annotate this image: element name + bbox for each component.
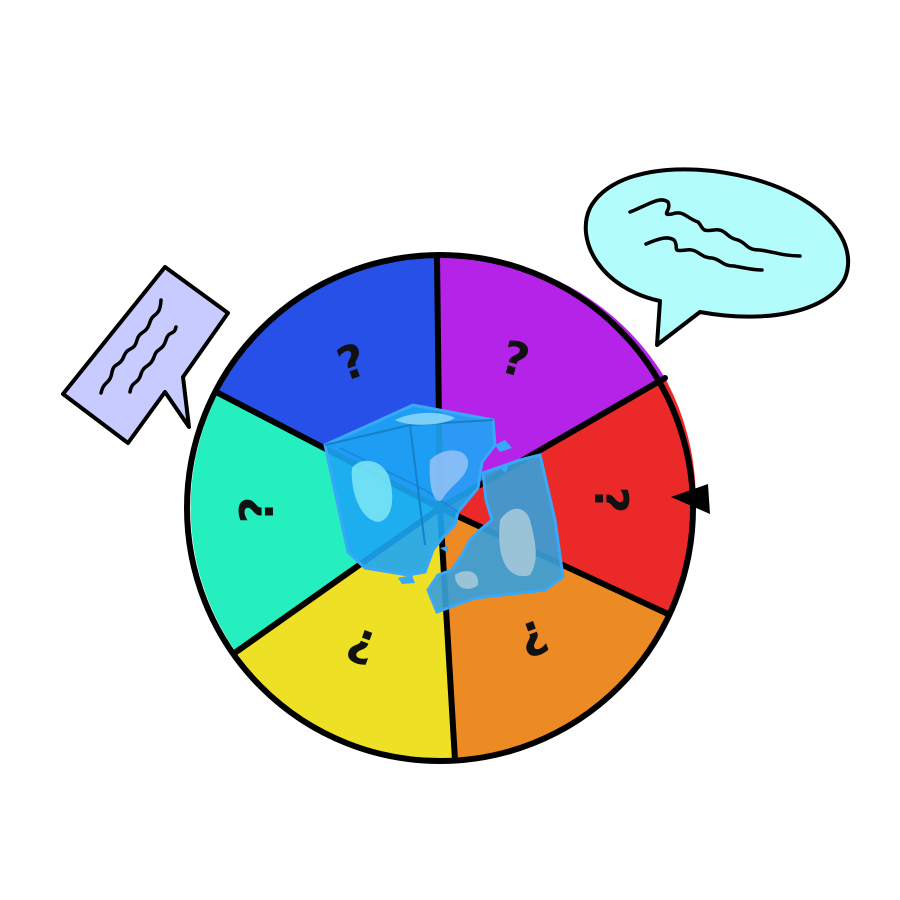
- wheel-outline: [184, 252, 696, 764]
- segment-green: [190, 393, 440, 652]
- label-red: ?: [584, 487, 638, 514]
- left-speech-bubble: [61, 265, 230, 445]
- segment-red: [440, 378, 696, 614]
- label-green: ?: [230, 497, 284, 524]
- pointer-triangle-icon: [671, 484, 710, 514]
- broken-ice-cube-icon: [323, 403, 565, 614]
- prize-wheel[interactable]: ? ? ? ? ? ?: [184, 252, 696, 764]
- right-speech-bubble: [583, 167, 851, 347]
